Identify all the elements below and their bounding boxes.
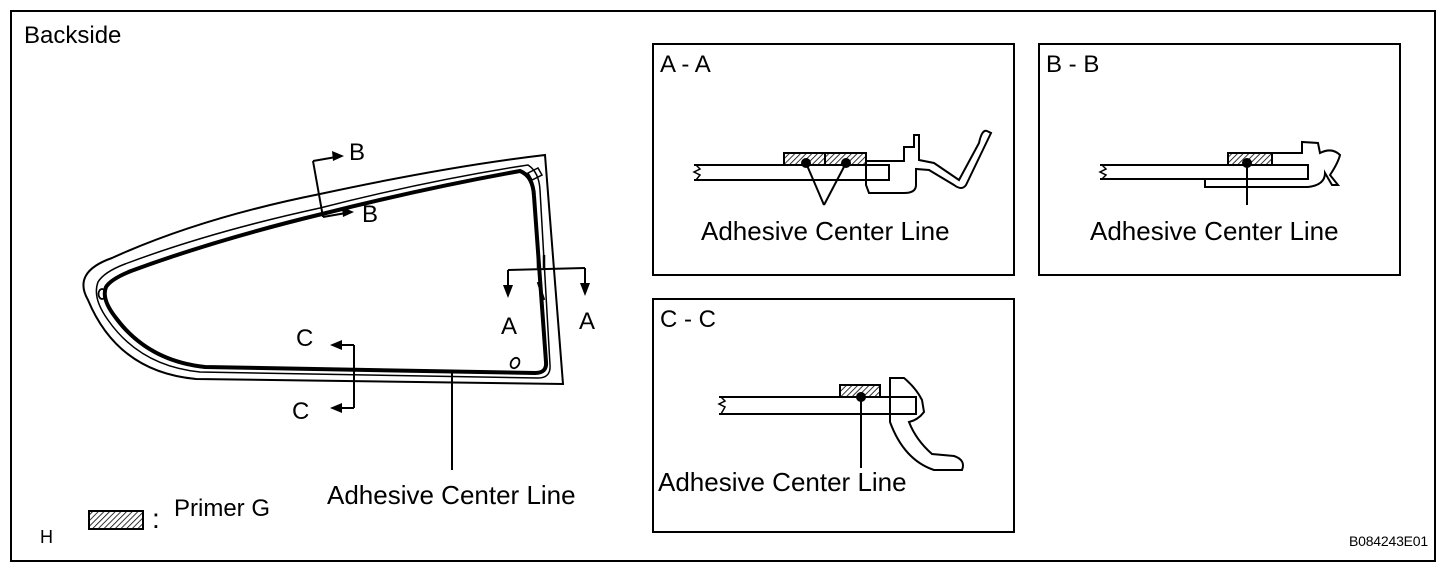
pin-left [97, 288, 107, 300]
section-cc-drawing [717, 377, 964, 471]
glass-outline [82, 153, 565, 386]
marker-a-left: A [501, 313, 518, 340]
section-aa-panel: A - A Adhesive Center Line [652, 43, 1015, 276]
adhesive-bead [102, 168, 549, 376]
corner-tab [526, 167, 544, 181]
marker-b-top: B [349, 139, 366, 166]
section-aa-title: A - A [660, 51, 711, 78]
pin-bottom [509, 356, 521, 370]
marker-c-bottom: C [292, 398, 310, 425]
section-bb-adhesive-label: Adhesive Center Line [1090, 216, 1339, 246]
marker-c-top: C [296, 325, 314, 352]
figure-code: B084243E01 [1349, 533, 1428, 549]
section-cc-title: C - C [660, 306, 716, 333]
glass-inner-outline [95, 164, 551, 379]
section-bb-panel: B - B Adhesive Center Line [1038, 43, 1401, 276]
section-aa-drawing [692, 129, 993, 206]
section-bb-drawing [1098, 140, 1342, 205]
figure-frame [10, 10, 1436, 562]
section-cc-adhesive-label: Adhesive Center Line [658, 467, 907, 497]
legend-colon: : [152, 503, 160, 534]
marker-a-right: A [579, 308, 596, 335]
stopper-right [536, 255, 546, 301]
marker-b-bottom: B [362, 201, 379, 228]
primer-swatch [88, 510, 144, 530]
main-adhesive-label: Adhesive Center Line [327, 480, 576, 510]
legend-label: Primer G [174, 495, 270, 522]
view-title: Backside [24, 22, 122, 49]
footer-left-code: H [40, 527, 53, 547]
section-bb-title: B - B [1046, 51, 1100, 78]
section-aa-adhesive-label: Adhesive Center Line [701, 216, 950, 246]
section-cc-panel: C - C Adhesive Center Line [652, 298, 1015, 533]
